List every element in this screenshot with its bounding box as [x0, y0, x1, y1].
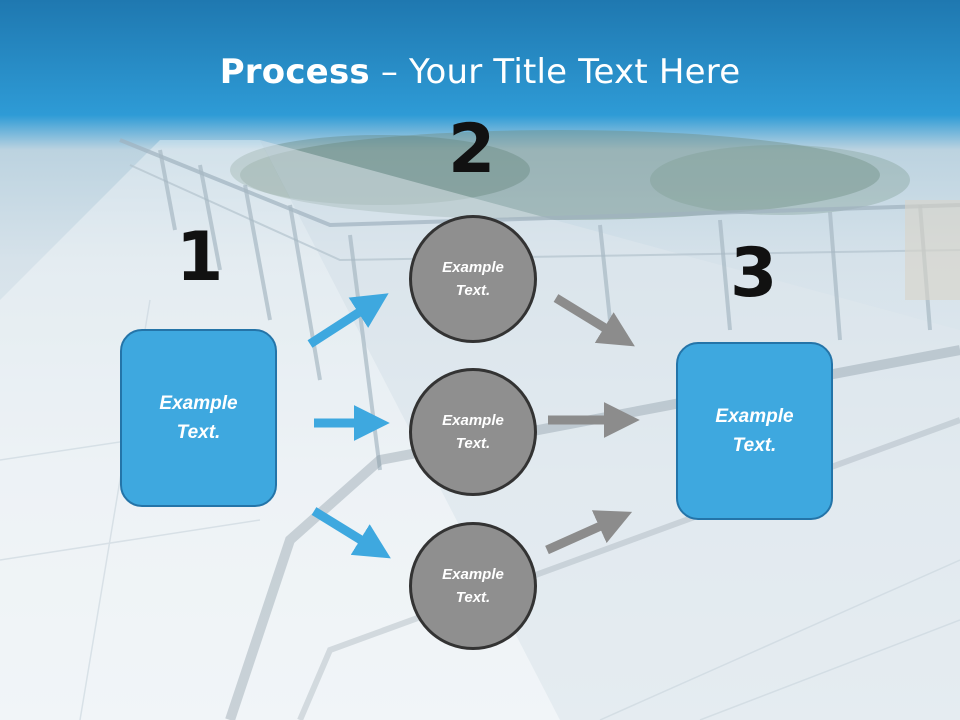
- slide-title: Process – Your Title Text Here: [0, 52, 960, 92]
- arrow-start-to-bottom: [311, 507, 391, 559]
- end-box[interactable]: Example Text.: [676, 342, 833, 520]
- title-rest: – Your Title Text Here: [369, 52, 741, 92]
- circle-middle[interactable]: Example Text.: [409, 368, 537, 496]
- arrow-bottom-to-end: [545, 510, 633, 555]
- end-box-text: Example Text.: [715, 406, 794, 456]
- circle-bottom[interactable]: Example Text.: [409, 522, 537, 650]
- start-box-text: Example Text.: [159, 393, 238, 443]
- circle-top[interactable]: Example Text.: [409, 215, 537, 343]
- step-number-1: 1: [176, 218, 224, 297]
- circle-top-text: Example Text.: [442, 259, 504, 299]
- step-number-3: 3: [730, 234, 778, 313]
- step-number-2: 2: [448, 110, 496, 189]
- arrow-start-to-top: [307, 293, 389, 348]
- circle-bottom-text: Example Text.: [442, 566, 504, 606]
- circle-middle-text: Example Text.: [442, 412, 504, 452]
- title-bold: Process: [219, 52, 370, 92]
- arrow-top-to-end: [553, 294, 635, 347]
- start-box[interactable]: Example Text.: [120, 329, 277, 507]
